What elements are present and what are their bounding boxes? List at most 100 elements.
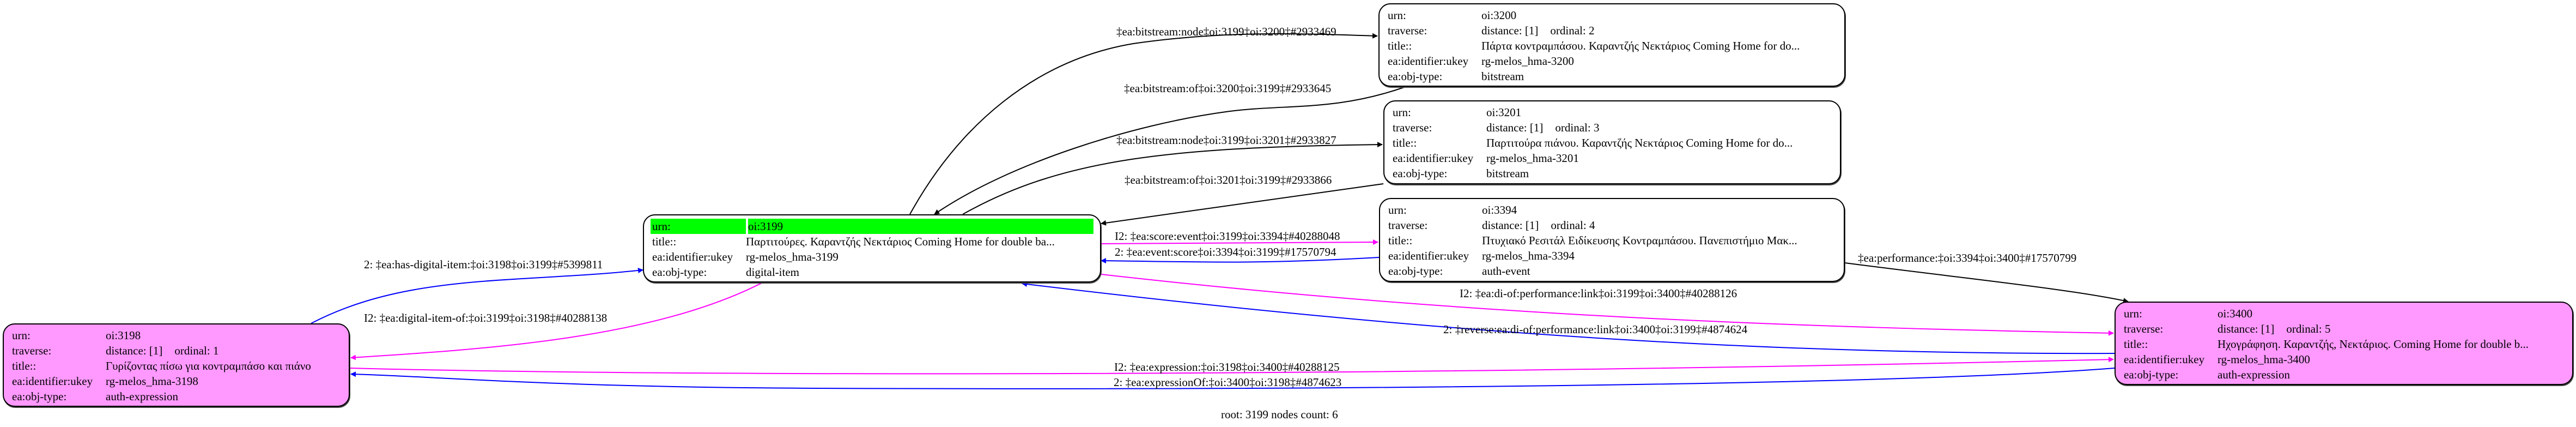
- edge-label-bs-of-3201: ‡ea:bitstream:of‡oi:3201‡oi:3199‡#293386…: [1125, 173, 1332, 187]
- row-key: urn:: [1388, 9, 1406, 22]
- node-row-urn: urn:oi:3201: [1391, 105, 1833, 120]
- node-row-title: title::Ηχογράφηση. Καραντζής, Νεκτάριος.…: [2122, 336, 2566, 352]
- distance-value: distance: [1]: [2217, 322, 2275, 335]
- urn-value: oi:3199: [748, 219, 1093, 234]
- edge-bs-of-3200: [934, 86, 1406, 215]
- edge-label-event-score: 2: ‡ea:event:score‡oi:3394‡oi:3199‡#1757…: [1115, 245, 1336, 258]
- ukey-value: rg-melos_hma-3201: [1486, 152, 1579, 165]
- traverse-value: distance: [1] ordinal: 5: [2217, 321, 2566, 336]
- urn-value: oi:3400: [2217, 307, 2253, 320]
- traverse-value: distance: [1]ordinal: 2: [1481, 23, 1838, 38]
- node-row-traverse: traverse: distance: [1] ordinal: 5: [2122, 321, 2566, 336]
- row-key: title::: [1388, 39, 1412, 52]
- ukey-value: rg-melos_hma-3400: [2217, 353, 2310, 366]
- row-key: ea:obj-type:: [1393, 167, 1448, 180]
- node-row-obj_type: ea:obj-type:auth-expression: [2122, 367, 2566, 382]
- node-row-ukey: ea:identifier:ukey rg-melos_hma-3198: [10, 374, 342, 389]
- row-key: title::: [1388, 234, 1413, 247]
- title-value: Πάρτα κοντραμπάσου. Καραντζής Νεκτάριος …: [1481, 39, 1800, 52]
- row-key: urn:: [12, 329, 31, 342]
- row-key: traverse:: [2124, 322, 2164, 335]
- edge-label-reverse-di-of-performance: 2: ‡reverse:ea:di-of:performance:link‡oi…: [1443, 323, 1748, 336]
- ordinal-value: ordinal: 5: [2286, 322, 2331, 335]
- node-row-urn: urn: oi:3394: [1387, 202, 1837, 218]
- node-row-traverse: traverse:distance: [1]ordinal: 4: [1387, 218, 1837, 233]
- edge-reverse-di-of-performance: [1022, 281, 2115, 354]
- edge-performance: [1844, 262, 2129, 303]
- node-3400[interactable]: urn: oi:3400 traverse: distance: [1] ordinal…: [2115, 302, 2573, 385]
- title-value: Πτυχιακό Ρεσιτάλ Ειδίκευσης Κοντραμπάσου…: [1482, 234, 1797, 247]
- distance-value: distance: [1]: [106, 344, 163, 357]
- edge-di-of-performance: [1101, 274, 2114, 336]
- traverse-value: distance: [1] ordinal: 1: [106, 343, 342, 358]
- edge-label-expression-of: 2: ‡ea:expressionOf:‡oi:3400‡oi:3198‡#48…: [1114, 376, 1342, 389]
- edge-label-di-of-performance: I2: ‡ea:di-of:performance:link‡oi:3199‡o…: [1460, 287, 1737, 300]
- node-row-obj_type: ea:obj-type:bitstream: [1386, 69, 1838, 84]
- ordinal-value: ordinal: 3: [1555, 121, 1600, 134]
- row-key: traverse:: [1393, 121, 1432, 134]
- row-key: title::: [2124, 338, 2148, 351]
- edge-expression-of: [350, 368, 2115, 389]
- node-row-urn: urn:oi:3199: [651, 219, 1093, 234]
- node-row-ukey: ea:identifier:ukey rg-melos_hma-3201: [1391, 151, 1833, 166]
- ukey-value: rg-melos_hma-3200: [1481, 55, 1574, 68]
- node-row-title: title::Παρτιτούρες. Καραντζής Νεκτάριος …: [651, 234, 1093, 249]
- edge-has-digital-item: [311, 268, 643, 324]
- obj-type-value: auth-event: [1482, 264, 1530, 278]
- title-value: Ηχογράφηση. Καραντζής, Νεκτάριος. Coming…: [2217, 338, 2529, 351]
- edge-bs-node-3201: [962, 142, 1383, 215]
- edge-label-expression: I2: ‡ea:expression:‡oi:3198‡oi:3400‡#402…: [1114, 360, 1340, 374]
- row-key: ea:identifier:ukey: [652, 250, 733, 263]
- node-row-urn: urn: oi:3198: [10, 328, 342, 343]
- node-row-ukey: ea:identifier:ukey rg-melos_hma-3199: [651, 249, 1093, 264]
- row-key: ea:identifier:ukey: [2124, 353, 2205, 366]
- obj-type-value: auth-expression: [2217, 368, 2290, 381]
- row-key: ea:identifier:ukey: [1393, 152, 1474, 165]
- edge-label-bs-of-3200: ‡ea:bitstream:of‡oi:3200‡oi:3199‡#293364…: [1124, 82, 1332, 95]
- obj-type-value: bitstream: [1481, 70, 1524, 83]
- row-key: urn:: [1388, 203, 1407, 216]
- edge-digital-item-of: [350, 282, 763, 360]
- node-row-title: title::Πτυχιακό Ρεσιτάλ Ειδίκευσης Κοντρ…: [1387, 233, 1837, 248]
- row-key: title::: [12, 359, 37, 372]
- row-key: urn:: [2124, 307, 2142, 320]
- obj-type-value: auth-expression: [106, 390, 178, 403]
- distance-value: distance: [1]: [1486, 121, 1544, 134]
- edge-event-score: [1101, 257, 1380, 264]
- node-row-traverse: traverse: distance: [1] ordinal: 1: [10, 343, 342, 358]
- distance-value: distance: [1]: [1481, 24, 1539, 37]
- ordinal-value: ordinal: 1: [174, 344, 219, 357]
- row-key: ea:identifier:ukey: [1388, 249, 1469, 262]
- traverse-value: distance: [1] ordinal: 3: [1486, 120, 1833, 135]
- obj-type-value: digital-item: [746, 266, 799, 279]
- row-key: urn:: [651, 219, 746, 234]
- node-row-traverse: traverse: distance: [1] ordinal: 3: [1391, 120, 1833, 135]
- edge-label-performance: ‡ea:performance:‡oi:3394‡oi:3400‡#175707…: [1858, 251, 2077, 264]
- node-row-title: title::Γυρίζοντας πίσω για κοντραμπάσο κ…: [10, 358, 342, 374]
- row-key: traverse:: [12, 344, 52, 357]
- ukey-value: rg-melos_hma-3199: [746, 250, 839, 263]
- urn-value: oi:3394: [1482, 203, 1517, 216]
- node-row-urn: urn: oi:3200: [1386, 8, 1838, 23]
- ukey-value: rg-melos_hma-3198: [106, 375, 198, 388]
- urn-value: oi:3200: [1481, 9, 1517, 22]
- edge-score-event: [1101, 239, 1378, 245]
- obj-type-value: bitstream: [1486, 167, 1529, 180]
- node-row-urn: urn: oi:3400: [2122, 306, 2566, 321]
- title-value: Παρτιτούρες. Καραντζής Νεκτάριος Coming …: [746, 235, 1055, 248]
- urn-value: oi:3198: [106, 329, 141, 342]
- node-3198[interactable]: urn: oi:3198 traverse: distance: [1] ordinal…: [3, 323, 350, 407]
- ordinal-value: ordinal: 4: [1551, 219, 1595, 232]
- row-key: ea:identifier:ukey: [12, 375, 93, 388]
- edge-label-bs-node-3201: ‡ea:bitstream:node‡oi:3199‡oi:3201‡#2933…: [1116, 134, 1336, 147]
- edge-bs-node-3200: [909, 33, 1378, 215]
- edge-label-score-event: I2: ‡ea:score:event‡oi:3199‡oi:3394‡#402…: [1115, 230, 1340, 243]
- traverse-value: distance: [1] ordinal: 4: [1482, 218, 1837, 233]
- distance-value: distance: [1]: [1482, 219, 1539, 232]
